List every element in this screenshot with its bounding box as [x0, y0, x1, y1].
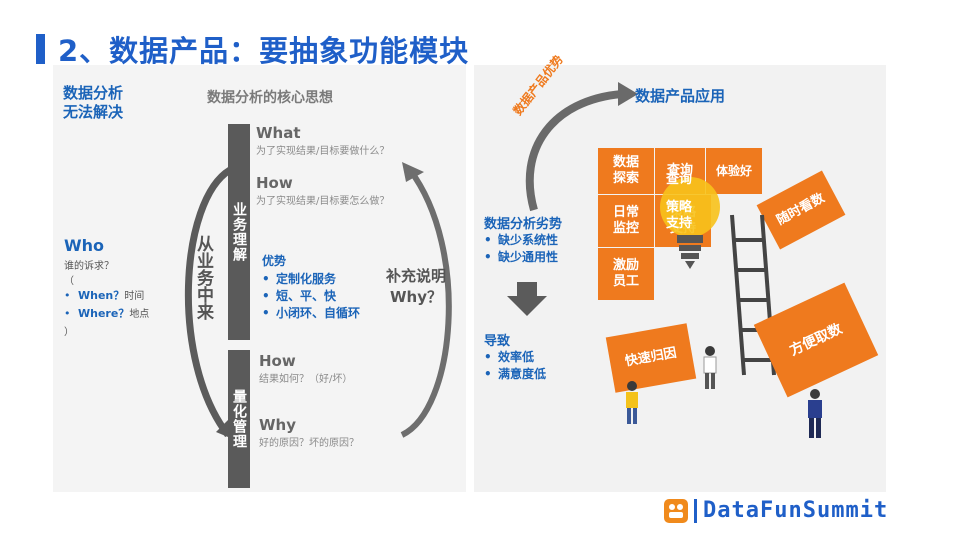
paren-close: ） [64, 327, 74, 338]
puzzle-piece-daily: 日常 监控 [598, 195, 654, 247]
advantage-item: 短、平、快 [262, 288, 360, 305]
person-figure-left [626, 381, 638, 424]
who-sub: 谁的诉求？ [64, 261, 114, 272]
disadvantage-item: 缺少通用性 [484, 249, 562, 266]
core-idea-title: 数据分析的核心思想 [207, 90, 333, 106]
right-loop-arrow [400, 168, 452, 438]
how1-sub: 为了实现结果/目标要怎么做？ [256, 196, 390, 207]
advantage-item: 定制化服务 [262, 271, 360, 288]
who-item-where: Where？地点 [64, 305, 174, 323]
strategy-overlay: 策略 支持 [665, 200, 692, 231]
lightbulb-icon [660, 177, 720, 269]
datafun-logo: DataFunSummit [664, 498, 888, 523]
who-item-when: When？时间 [64, 287, 174, 305]
product-application-title: 数据产品应用 [635, 87, 726, 105]
quantified-management-bar: 量化管理 [228, 350, 250, 488]
puzzle-piece-experience: 体验好 [706, 148, 762, 194]
who-list: When？时间 Where？地点 [64, 287, 174, 323]
who-block: Who 谁的诉求？ （ When？时间 Where？地点 ） [64, 236, 174, 338]
supplement-label: 补充说明 [385, 267, 446, 285]
how2-sub: 结果如何？（好/坏） [259, 374, 353, 385]
why-question-label: Why？ [389, 288, 442, 306]
disadvantage-item: 缺少系统性 [484, 232, 562, 249]
advantage-block: 优势 定制化服务 短、平、快 小闭环、自循环 [262, 252, 360, 322]
disadvantage-title: 数据分析劣势 [484, 217, 563, 232]
logo-divider [694, 498, 697, 523]
why2-block: Why 好的原因？坏的原因？ [259, 416, 359, 449]
why2-sub: 好的原因？坏的原因？ [259, 438, 359, 449]
advantage-arrow [525, 82, 638, 212]
page-title: 2、数据产品：要抽象功能模块 [58, 34, 470, 68]
what-sub: 为了实现结果/目标要做什么？ [256, 146, 390, 157]
paren-open: （ [64, 276, 74, 287]
left-loop-arrow [185, 167, 232, 438]
how1-block: How 为了实现结果/目标要怎么做？ [256, 174, 389, 207]
right-loop-arrowhead [402, 162, 424, 182]
advantage-arc [525, 90, 623, 212]
result-block: 导致 效率低 满意度低 [484, 330, 546, 383]
logo-text: DataFunSummit [703, 498, 889, 523]
what-label: What [256, 124, 301, 142]
loop-arrows [185, 162, 452, 442]
who-label: Who [64, 236, 105, 255]
cannot-solve-label: 数据分析 无法解决 [63, 84, 124, 121]
disadvantage-list: 缺少系统性 缺少通用性 [484, 232, 562, 266]
how2-label: How [259, 352, 296, 370]
from-business-label: 从业务中来 [193, 235, 213, 320]
advantage-item: 小闭环、自循环 [262, 305, 360, 322]
disadvantage-block: 数据分析劣势 缺少系统性 缺少通用性 [484, 213, 562, 266]
result-item: 效率低 [484, 349, 546, 366]
advantage-list: 定制化服务 短、平、快 小闭环、自循环 [262, 271, 360, 322]
person-figure-middle [703, 346, 717, 389]
what-block: What 为了实现结果/目标要做什么？ [256, 124, 389, 157]
puzzle-piece-motivate: 激励 员工 [598, 248, 654, 300]
supplement-block: 补充说明 Why？ [378, 265, 454, 307]
query-overlay: 查询 [665, 172, 692, 187]
how2-block: How 结果如何？（好/坏） [259, 352, 352, 385]
how1-label: How [256, 174, 293, 192]
result-item: 满意度低 [484, 366, 546, 383]
left-panel [53, 65, 466, 492]
result-title: 导致 [484, 334, 511, 349]
business-understanding-bar: 业务理解 [228, 124, 250, 340]
advantage-arrowhead [618, 82, 638, 106]
datafun-logo-icon [664, 498, 688, 523]
result-list: 效率低 满意度低 [484, 349, 546, 383]
why2-label: Why [259, 416, 297, 434]
puzzle-piece-explore: 数据 探索 [598, 148, 654, 194]
down-arrow-icon [507, 282, 547, 316]
advantage-title: 优势 [262, 254, 287, 268]
title-accent-bar [36, 34, 45, 64]
person-figure-right [808, 389, 822, 438]
